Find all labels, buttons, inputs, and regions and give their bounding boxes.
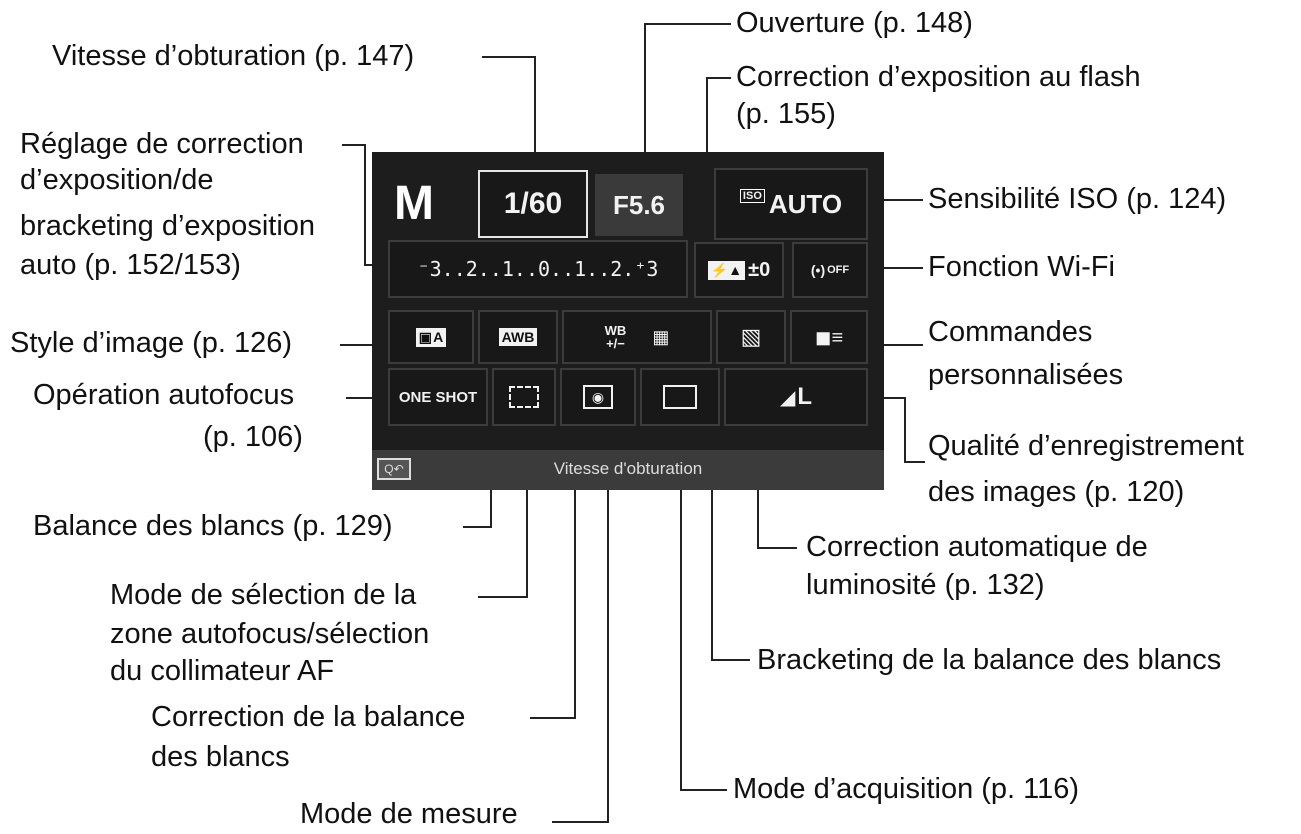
label-flash-comp-line2: (p. 155) <box>736 98 836 130</box>
picture-style-setting[interactable]: ▣ A <box>388 310 474 364</box>
auto-lighting-optimizer[interactable]: ▧ <box>716 310 786 364</box>
label-flash-comp-line1: Correction d’exposition au flash <box>736 61 1141 93</box>
label-exposure-setting-line4: auto (p. 152/153) <box>20 249 241 281</box>
label-exposure-setting-line3: bracketing d’exposition <box>20 210 316 242</box>
af-operation-value: ONE SHOT <box>398 388 478 406</box>
wifi-function[interactable]: (•) OFF <box>792 242 868 298</box>
label-wb-correction-line2: des blancs <box>151 741 290 773</box>
label-wifi: Fonction Wi-Fi <box>928 251 1115 283</box>
shooting-mode: M <box>394 177 434 230</box>
white-balance-icon: AWB <box>498 328 538 346</box>
label-white-balance: Balance des blancs (p. 129) <box>33 510 393 542</box>
label-af-operation-line2: (p. 106) <box>203 421 303 453</box>
label-auto-lighting-line1: Correction automatique de <box>806 531 1148 563</box>
exposure-scale-text: ⁻3..2..1..0..1..2.⁺3 <box>417 257 659 281</box>
aperture-setting[interactable]: F5.6 <box>595 174 683 236</box>
exposure-compensation-scale[interactable]: ⁻3..2..1..0..1..2.⁺3 <box>388 240 688 298</box>
label-picture-style: Style d’image (p. 126) <box>10 327 293 359</box>
aperture-value: F5.6 <box>612 189 666 220</box>
drive-mode[interactable] <box>640 368 720 426</box>
camera-quick-control-screen: M 1/60 F5.6 ISO AUTO ⁻3..2..1..0..1..2.⁺… <box>372 152 884 490</box>
label-auto-lighting-line2: luminosité (p. 132) <box>806 569 1045 601</box>
custom-controls[interactable]: ◼≡ <box>790 310 868 364</box>
label-af-area-line3: du collimateur AF <box>110 655 335 687</box>
af-area-icon <box>509 386 539 408</box>
iso-setting[interactable]: ISO AUTO <box>714 168 868 240</box>
flash-exposure-compensation[interactable]: ⚡▲ ±0 <box>694 242 784 298</box>
label-image-quality-line1: Qualité d’enregistrement <box>928 430 1244 462</box>
label-custom-controls-line2: personnalisées <box>928 359 1124 391</box>
label-af-operation-line1: Opération autofocus <box>33 379 295 411</box>
label-iso: Sensibilité ISO (p. 124) <box>928 183 1227 215</box>
drive-mode-icon <box>663 385 697 409</box>
wifi-status: OFF <box>827 264 850 276</box>
wifi-icon: (•) <box>810 262 826 278</box>
flash-compensation-icon: ⚡▲ <box>707 260 746 280</box>
label-exposure-setting-line2: d’exposition/de <box>20 164 214 196</box>
label-metering-mode: Mode de mesure <box>300 798 518 830</box>
af-area-selection[interactable] <box>492 368 556 426</box>
iso-icon: ISO <box>739 189 765 203</box>
shutter-speed-setting[interactable]: 1/60 <box>478 170 588 238</box>
status-bar: Q↶ Vitesse d'obturation <box>372 450 884 490</box>
label-wb-bracketing: Bracketing de la balance des blancs <box>757 644 1222 676</box>
image-quality-setting[interactable]: ◢ L <box>724 368 868 426</box>
af-operation-setting[interactable]: ONE SHOT <box>388 368 488 426</box>
wb-correction-icon: WB+/− <box>604 323 627 351</box>
white-balance-correction-bracketing[interactable]: WB+/− ▦ <box>562 310 712 364</box>
label-af-area-line2: zone autofocus/sélection <box>110 618 430 650</box>
wb-bracketing-icon: ▦ <box>652 326 670 347</box>
metering-mode[interactable]: ◉ <box>560 368 636 426</box>
label-af-area-line1: Mode de sélection de la <box>110 579 417 611</box>
custom-controls-icon: ◼≡ <box>814 326 844 349</box>
white-balance-setting[interactable]: AWB <box>478 310 558 364</box>
label-exposure-setting-line1: Réglage de correction <box>20 128 304 160</box>
flash-compensation-value: ±0 <box>748 258 771 281</box>
label-image-quality-line2: des images (p. 120) <box>928 476 1185 508</box>
label-shutter-speed: Vitesse d’obturation (p. 147) <box>52 40 415 72</box>
label-drive-mode: Mode d’acquisition (p. 116) <box>733 773 1080 805</box>
status-bar-text: Vitesse d'obturation <box>553 459 703 478</box>
label-custom-controls-line1: Commandes <box>928 316 1093 348</box>
image-quality-value: L <box>797 383 813 410</box>
auto-lighting-icon: ▧ <box>740 324 762 349</box>
quick-control-back-icon[interactable]: Q↶ <box>377 458 411 480</box>
iso-value: AUTO <box>768 188 843 219</box>
metering-icon: ◉ <box>583 385 613 409</box>
shutter-speed-value: 1/60 <box>503 187 563 220</box>
picture-style-icon: ▣ A <box>415 327 447 347</box>
picture-style-value: A <box>433 328 444 345</box>
label-wb-correction-line1: Correction de la balance <box>151 701 466 733</box>
image-quality-icon: ◢ <box>779 386 796 409</box>
label-aperture: Ouverture (p. 148) <box>736 7 973 39</box>
